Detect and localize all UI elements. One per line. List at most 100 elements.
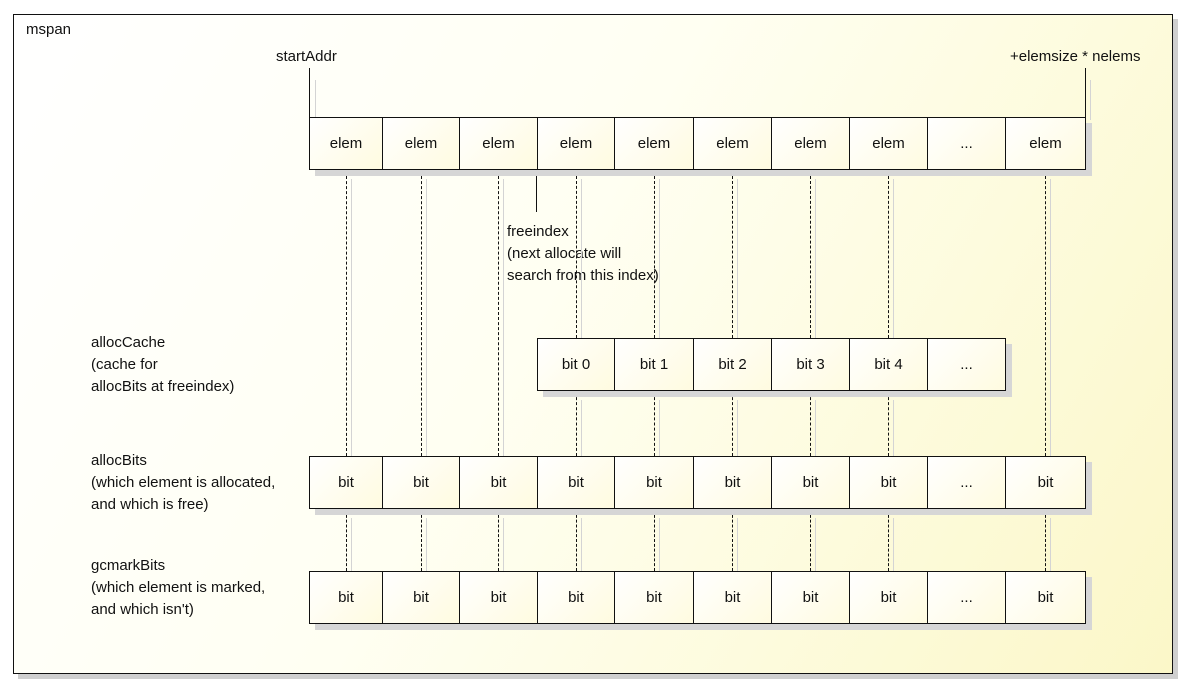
- connector-elem-to-alloc-2: [498, 171, 499, 456]
- connector-cache-to-alloc-5-shadow: [737, 400, 738, 456]
- elem-cell-0: elem: [309, 117, 383, 170]
- gcmark-bit-cell-1: bit: [382, 571, 460, 624]
- alloc-cache-bit-cell-4: bit 4: [849, 338, 928, 391]
- connector-alloc-to-gcmark-7-shadow: [893, 518, 894, 571]
- alloc-bit-cell-7: bit: [849, 456, 928, 509]
- alloc-bit-cell-8: ...: [927, 456, 1006, 509]
- connector-alloc-to-gcmark-2-shadow: [503, 518, 504, 571]
- elem-cell-2: elem: [459, 117, 538, 170]
- connector-elem-to-cache-6: [810, 171, 811, 338]
- elem-cell-8: ...: [927, 117, 1006, 170]
- connector-elem-to-cache-4: [654, 171, 655, 338]
- connector-cache-to-alloc-7: [888, 392, 889, 456]
- connector-alloc-to-gcmark-5: [732, 510, 733, 571]
- gcmark-bit-cell-4: bit: [614, 571, 694, 624]
- alloc-bit-cell-6: bit: [771, 456, 850, 509]
- alloc-bit-cell-1: bit: [382, 456, 460, 509]
- connector-cache-to-alloc-7-shadow: [893, 400, 894, 456]
- connector-elem-to-alloc-9-shadow: [1050, 179, 1051, 456]
- alloc-cache-bit-cell-1: bit 1: [614, 338, 694, 391]
- connector-alloc-to-gcmark-9-shadow: [1050, 518, 1051, 571]
- connector-cache-to-alloc-6-shadow: [815, 400, 816, 456]
- connector-alloc-to-gcmark-0: [346, 510, 347, 571]
- connector-alloc-to-gcmark-6-shadow: [815, 518, 816, 571]
- gcmark-bit-cell-8: ...: [927, 571, 1006, 624]
- alloc-cache-bit-cell-2: bit 2: [693, 338, 772, 391]
- connector-elem-to-cache-7: [888, 171, 889, 338]
- gcmark-bit-cell-7: bit: [849, 571, 928, 624]
- gcmark-bits-desc-line2: and which isn't): [91, 601, 194, 618]
- connector-elem-to-alloc-1: [421, 171, 422, 456]
- connector-alloc-to-gcmark-3: [576, 510, 577, 571]
- elem-cell-3: elem: [537, 117, 615, 170]
- start-addr-label: startAddr: [276, 48, 337, 65]
- start-addr-marker: [309, 68, 310, 118]
- freeindex-desc-line2: search from this index): [507, 267, 659, 284]
- elem-cell-5: elem: [693, 117, 772, 170]
- alloc-cache-bit-cell-0: bit 0: [537, 338, 615, 391]
- connector-alloc-to-gcmark-1: [421, 510, 422, 571]
- connector-alloc-to-gcmark-2: [498, 510, 499, 571]
- alloc-bits-desc-line1: (which element is allocated,: [91, 474, 276, 491]
- gcmark-bit-cell-2: bit: [459, 571, 538, 624]
- alloc-cache-title: allocCache: [91, 334, 166, 351]
- connector-elem-to-cache-3: [576, 171, 577, 338]
- gcmark-bit-cell-9: bit: [1005, 571, 1086, 624]
- connector-alloc-to-gcmark-4: [654, 510, 655, 571]
- freeindex-pointer: [536, 170, 537, 212]
- frame-label: mspan: [26, 21, 72, 38]
- end-addr-label: +elemsize * nelems: [1010, 48, 1141, 65]
- gcmark-bit-cell-3: bit: [537, 571, 615, 624]
- freeindex-desc-line1: (next allocate will: [507, 245, 622, 262]
- end-addr-marker: [1085, 68, 1086, 118]
- connector-cache-to-alloc-3-shadow: [581, 400, 582, 456]
- alloc-cache-desc-line2: allocBits at freeindex): [91, 378, 235, 395]
- alloc-cache-desc-line1: (cache for: [91, 356, 158, 373]
- connector-alloc-to-gcmark-3-shadow: [581, 518, 582, 571]
- connector-alloc-to-gcmark-6: [810, 510, 811, 571]
- connector-elem-to-cache-7-shadow: [893, 179, 894, 338]
- connector-alloc-to-gcmark-7: [888, 510, 889, 571]
- alloc-cache-bit-cell-3: bit 3: [771, 338, 850, 391]
- connector-elem-to-alloc-0: [346, 171, 347, 456]
- alloc-bit-cell-5: bit: [693, 456, 772, 509]
- connector-elem-to-alloc-0-shadow: [351, 179, 352, 456]
- connector-alloc-to-gcmark-5-shadow: [737, 518, 738, 571]
- alloc-bit-cell-2: bit: [459, 456, 538, 509]
- alloc-bits-desc-line2: and which is free): [91, 496, 209, 513]
- connector-alloc-to-gcmark-1-shadow: [426, 518, 427, 571]
- gcmark-bit-cell-5: bit: [693, 571, 772, 624]
- alloc-bit-cell-4: bit: [614, 456, 694, 509]
- start-addr-marker-shadow: [315, 80, 316, 120]
- connector-elem-to-cache-4-shadow: [659, 179, 660, 338]
- connector-elem-to-alloc-9: [1045, 171, 1046, 456]
- connector-cache-to-alloc-4: [654, 392, 655, 456]
- alloc-bit-cell-3: bit: [537, 456, 615, 509]
- alloc-bit-cell-0: bit: [309, 456, 383, 509]
- connector-elem-to-cache-5-shadow: [737, 179, 738, 338]
- elem-cell-1: elem: [382, 117, 460, 170]
- gcmark-bit-cell-6: bit: [771, 571, 850, 624]
- connector-alloc-to-gcmark-4-shadow: [659, 518, 660, 571]
- elem-cell-7: elem: [849, 117, 928, 170]
- gcmark-bit-cell-0: bit: [309, 571, 383, 624]
- elem-cell-4: elem: [614, 117, 694, 170]
- connector-alloc-to-gcmark-9: [1045, 510, 1046, 571]
- connector-elem-to-cache-3-shadow: [581, 179, 582, 338]
- alloc-bit-cell-9: bit: [1005, 456, 1086, 509]
- elem-cell-9: elem: [1005, 117, 1086, 170]
- end-addr-marker-shadow: [1090, 80, 1091, 120]
- connector-alloc-to-gcmark-0-shadow: [351, 518, 352, 571]
- connector-elem-to-cache-5: [732, 171, 733, 338]
- alloc-bits-title: allocBits: [91, 452, 147, 469]
- connector-cache-to-alloc-3: [576, 392, 577, 456]
- connector-cache-to-alloc-4-shadow: [659, 400, 660, 456]
- connector-elem-to-alloc-1-shadow: [426, 179, 427, 456]
- connector-elem-to-alloc-2-shadow: [503, 179, 504, 456]
- connector-cache-to-alloc-6: [810, 392, 811, 456]
- gcmark-bits-title: gcmarkBits: [91, 557, 166, 574]
- alloc-cache-bit-cell-5: ...: [927, 338, 1006, 391]
- elem-cell-6: elem: [771, 117, 850, 170]
- connector-cache-to-alloc-5: [732, 392, 733, 456]
- gcmark-bits-desc-line1: (which element is marked,: [91, 579, 266, 596]
